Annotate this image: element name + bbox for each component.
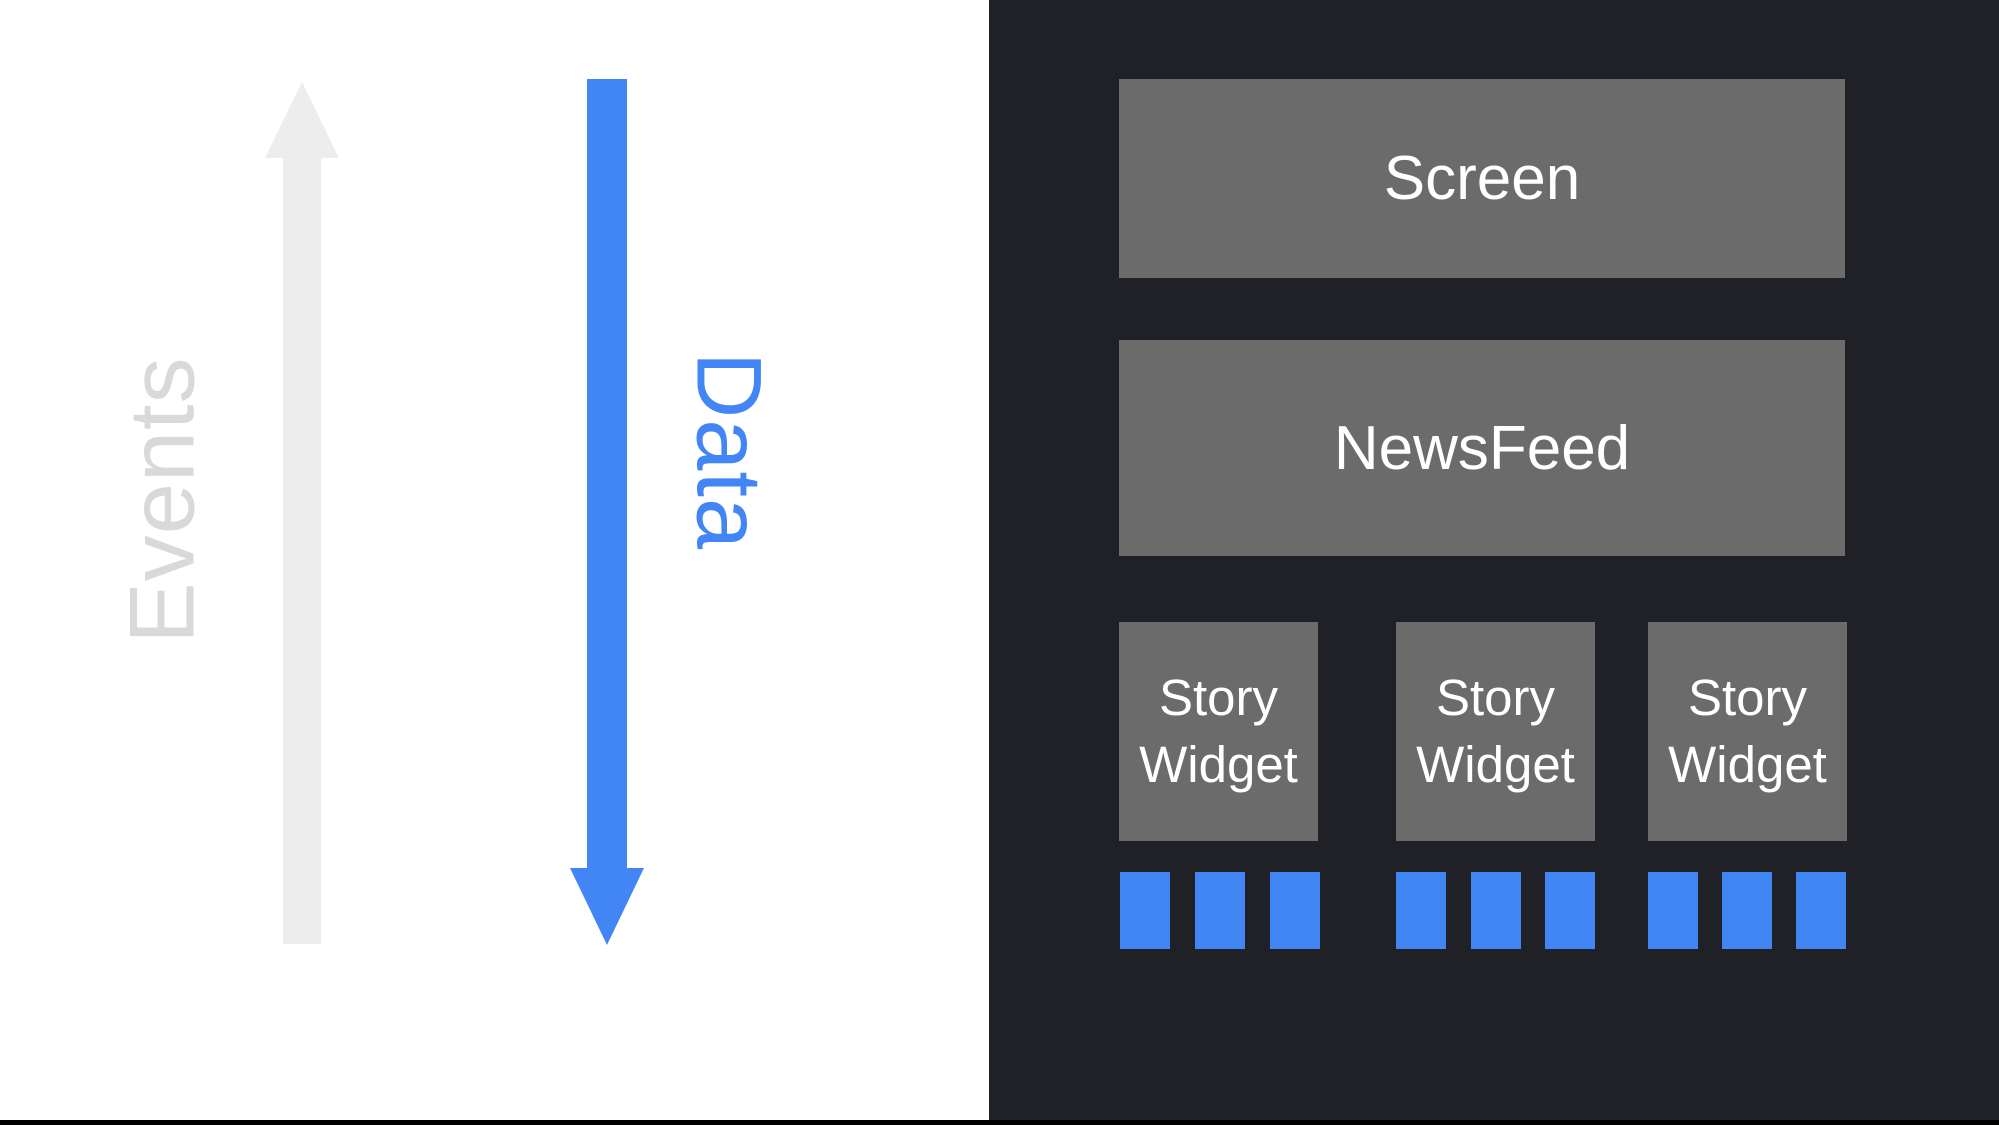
story-data-square <box>1471 872 1521 949</box>
story-widget-label: Story Widget <box>1668 669 1827 793</box>
up-arrow-head-icon <box>265 82 339 158</box>
story-widget-box: Story Widget <box>1648 622 1847 841</box>
story-widget-box: Story Widget <box>1396 622 1595 841</box>
screen-widget-box: Screen <box>1119 79 1845 278</box>
newsfeed-widget-label: NewsFeed <box>1333 413 1631 483</box>
story-data-square <box>1270 872 1320 949</box>
events-flow-label: Events <box>111 356 214 644</box>
story-data-square <box>1722 872 1772 949</box>
down-arrow-shaft <box>587 79 627 870</box>
slide-bottom-bar <box>0 1120 1999 1125</box>
newsfeed-widget-box: NewsFeed <box>1119 340 1845 556</box>
story-widget-label: Story Widget <box>1139 669 1298 793</box>
data-flow-label: Data <box>677 351 780 551</box>
story-data-square <box>1396 872 1446 949</box>
story-data-square <box>1195 872 1245 949</box>
story-data-square <box>1796 872 1846 949</box>
screen-widget-label: Screen <box>1383 144 1581 213</box>
story-data-square <box>1648 872 1698 949</box>
story-widget-label: Story Widget <box>1416 669 1575 793</box>
up-arrow-shaft <box>283 154 321 944</box>
story-data-square <box>1120 872 1170 949</box>
story-widget-box: Story Widget <box>1119 622 1318 841</box>
story-data-square <box>1545 872 1595 949</box>
down-arrow-head-icon <box>570 868 644 945</box>
